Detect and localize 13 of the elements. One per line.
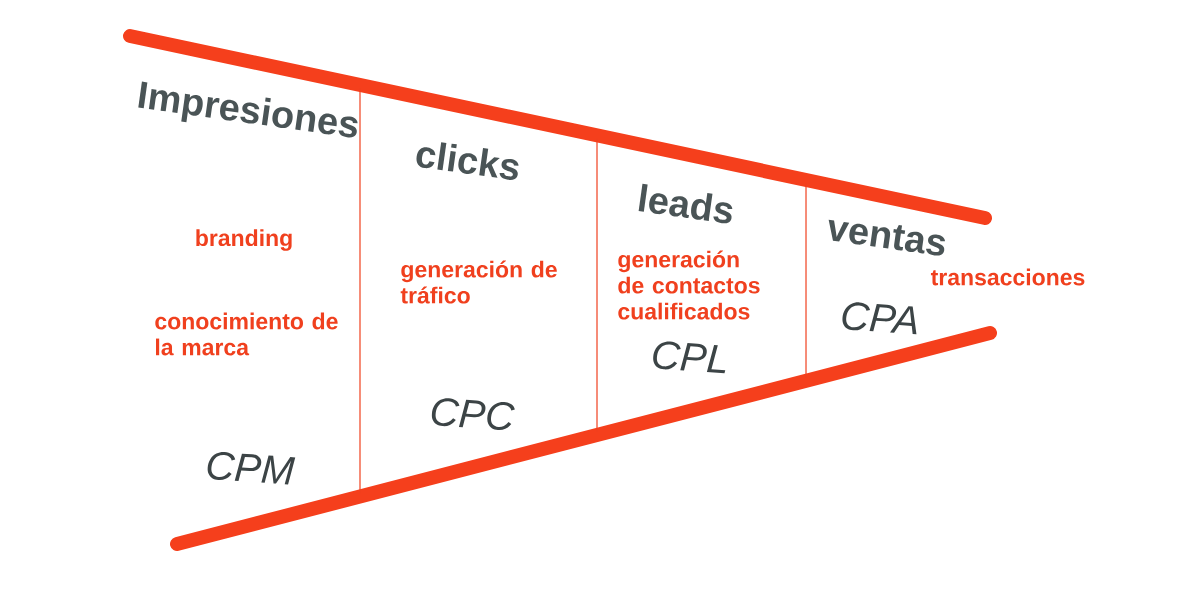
stage-heading: clicks	[416, 142, 519, 180]
stage-heading: Impresiones	[138, 81, 358, 138]
stage-heading: leads	[638, 183, 733, 224]
stage-description: branding	[196, 229, 292, 251]
stage-description: generación de tráfico	[400, 260, 557, 304]
stage-description: generación de contactos cualificados	[618, 250, 760, 320]
stage-heading: ventas	[828, 219, 945, 256]
stage-description: conocimiento de la marca	[155, 312, 338, 356]
cost-metric: CPM	[207, 452, 296, 485]
stage-description: transacciones	[930, 268, 1085, 286]
cost-metric: CPA	[842, 302, 917, 335]
cost-metric: CPL	[653, 341, 726, 374]
cost-metric: CPC	[431, 398, 515, 431]
